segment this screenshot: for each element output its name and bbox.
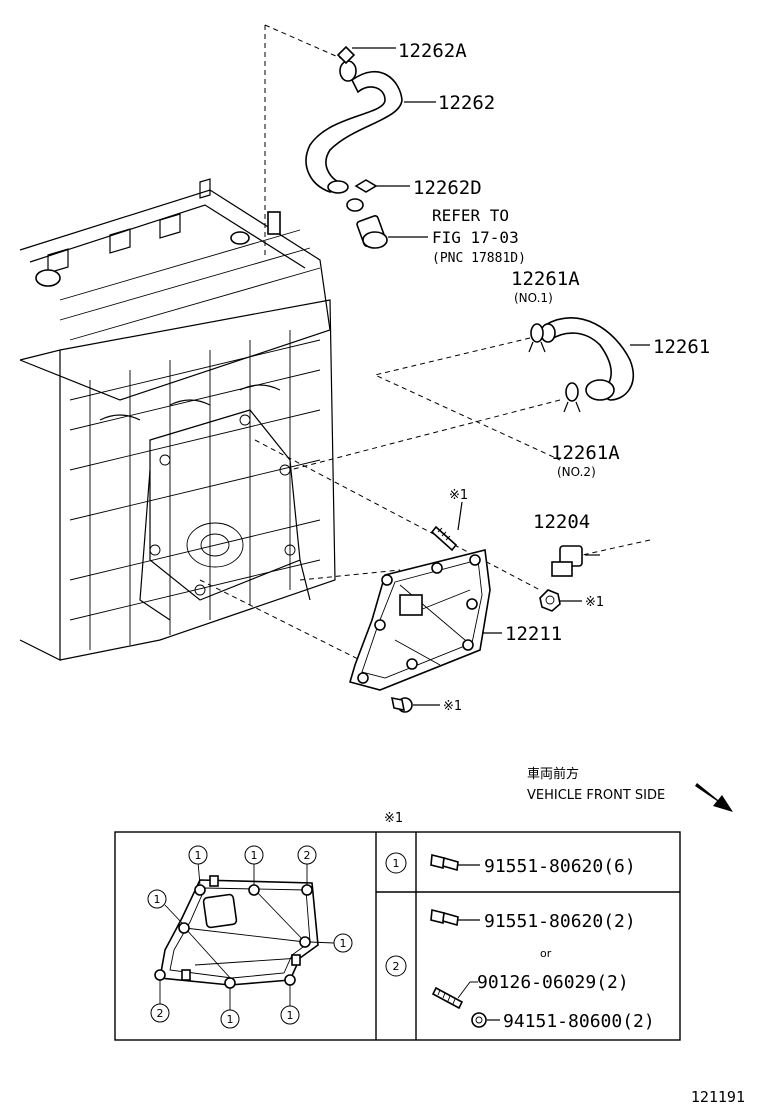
label-mark1-nut: ※1 [585, 595, 604, 610]
diagram-marker-circle [280, 1005, 300, 1025]
table-plate-diagram [154, 861, 335, 1012]
row-key-2-text: 2 [393, 960, 400, 973]
label-refer-line2: FIG 17-03 [432, 228, 519, 247]
label-mark1-bolt: ※1 [443, 699, 462, 714]
diagram-marker-circle [297, 845, 317, 865]
diagram-marker-label: 1 [227, 1013, 234, 1026]
label-no2: (NO.2) [557, 465, 596, 479]
diagram-marker-label: 1 [287, 1009, 294, 1022]
hose-12261 [540, 317, 650, 401]
label-12204: 12204 [533, 511, 590, 533]
front-arrow-icon [695, 783, 733, 812]
diagram-marker-circle [244, 845, 264, 865]
table-marker-group: 1 1 2 1 1 2 1 1 [147, 845, 353, 1029]
label-refer-line3: (PNC 17881D) [432, 251, 526, 266]
row-key-1-text: 1 [393, 857, 400, 870]
clip-12261A-no1 [528, 323, 546, 353]
label-refer-line1: REFER TO [432, 206, 509, 225]
label-12261A-bottom: 12261A [551, 442, 620, 464]
label-12261A-top: 12261A [511, 268, 580, 290]
part-90126-06029-2: 90126-06029(2) [477, 972, 629, 993]
diagram-marker-circle [333, 933, 353, 953]
part-91551-80620-2: 91551-80620(2) [484, 911, 636, 932]
hose-12262 [305, 60, 403, 194]
direction-jp: 車両前方 [527, 766, 579, 782]
diagram-marker-circle [220, 1009, 240, 1029]
nut [539, 589, 582, 612]
diagram-marker-circle [147, 889, 167, 909]
sensor-12204 [551, 545, 600, 577]
table-header-mark: ※1 [384, 811, 403, 826]
row-key-2: 2 [385, 955, 407, 977]
cover-plate-12211 [349, 549, 502, 691]
pcv-valve [356, 215, 428, 249]
bolt [390, 696, 440, 713]
clip-12261A-no2 [563, 382, 581, 413]
figure-number: 121191 [691, 1088, 745, 1106]
label-12262D: 12262D [413, 177, 482, 199]
bolt-icon [430, 908, 480, 927]
part-94151-80600-2: 94151-80600(2) [503, 1011, 655, 1032]
part-91551-80620-6: 91551-80620(6) [484, 856, 636, 877]
direction-en: VEHICLE FRONT SIDE [527, 788, 665, 803]
stud-bolt [430, 501, 463, 552]
diagram-marker-circle [188, 845, 208, 865]
clip-12262D [346, 179, 410, 212]
label-mark1-stud: ※1 [449, 488, 468, 503]
diagram-marker-label: 2 [157, 1007, 164, 1020]
diagram-marker-label: 1 [340, 937, 347, 950]
engine-block-drawing [19, 178, 336, 661]
label-or: or [540, 947, 552, 960]
row-key-1: 1 [385, 852, 407, 874]
label-12262A: 12262A [398, 40, 467, 62]
diagram-marker-label: 1 [154, 893, 161, 906]
label-no1: (NO.1) [514, 291, 553, 305]
fastener-table [114, 831, 681, 1041]
label-12211: 12211 [505, 623, 562, 645]
label-12262: 12262 [438, 92, 495, 114]
nut-icon [471, 1012, 500, 1028]
label-12261: 12261 [653, 336, 710, 358]
stud-icon [431, 981, 478, 1010]
diagram-marker-label: 1 [251, 849, 258, 862]
diagram-marker-circle [150, 1003, 170, 1023]
clip-12262A [336, 45, 396, 65]
bolt-icon [430, 853, 480, 872]
diagram-marker-label: 1 [195, 849, 202, 862]
diagram-marker-label: 2 [304, 849, 311, 862]
